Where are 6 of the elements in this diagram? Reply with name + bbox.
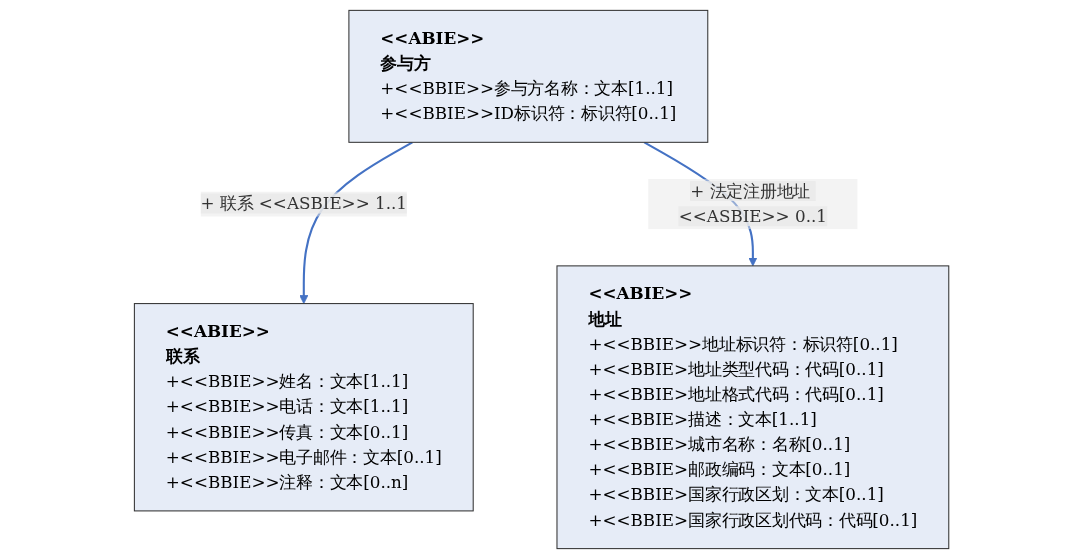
edge-label: + 法定注册地址 <<ASBIE>> 0..1	[679, 181, 828, 227]
arrow	[299, 141, 414, 304]
node-box: <<ABIE>> 地址 +<<BBIE>>地址标识符：标识符[0..1] +<<BBIE>地址类型代码：代码[0..1] +<<BBIE>地址格式代码：代码[0..1] +<<BBIE>描述：文本[1..1] +<<BBIE>城市名称：名称[0..1] +<<BBIE>邮政编码：文本[0..1] +<<BBIE>国家行政区划：文本[0..1] +<<BBIE>国家行政区划代码：代码[0..1]	[556, 265, 950, 550]
node-box: <<ABIE>> 参与方 +<<BBIE>>参与方名称：文本[1..1] +<<BBIE>>ID标识符：标识符[0..1]	[348, 9, 709, 143]
edge-label: + 联系 <<ASBIE>> 1..1	[201, 193, 408, 214]
node-box: <<ABIE>> 联系 +<<BBIE>>姓名：文本[1..1] +<<BBIE>>电话：文本[1..1] +<<BBIE>>传真：文本[0..1] +<<BBIE>>电子邮件：文本[0..1] +<<BBIE>>注释：文本[0..n]	[134, 303, 475, 512]
